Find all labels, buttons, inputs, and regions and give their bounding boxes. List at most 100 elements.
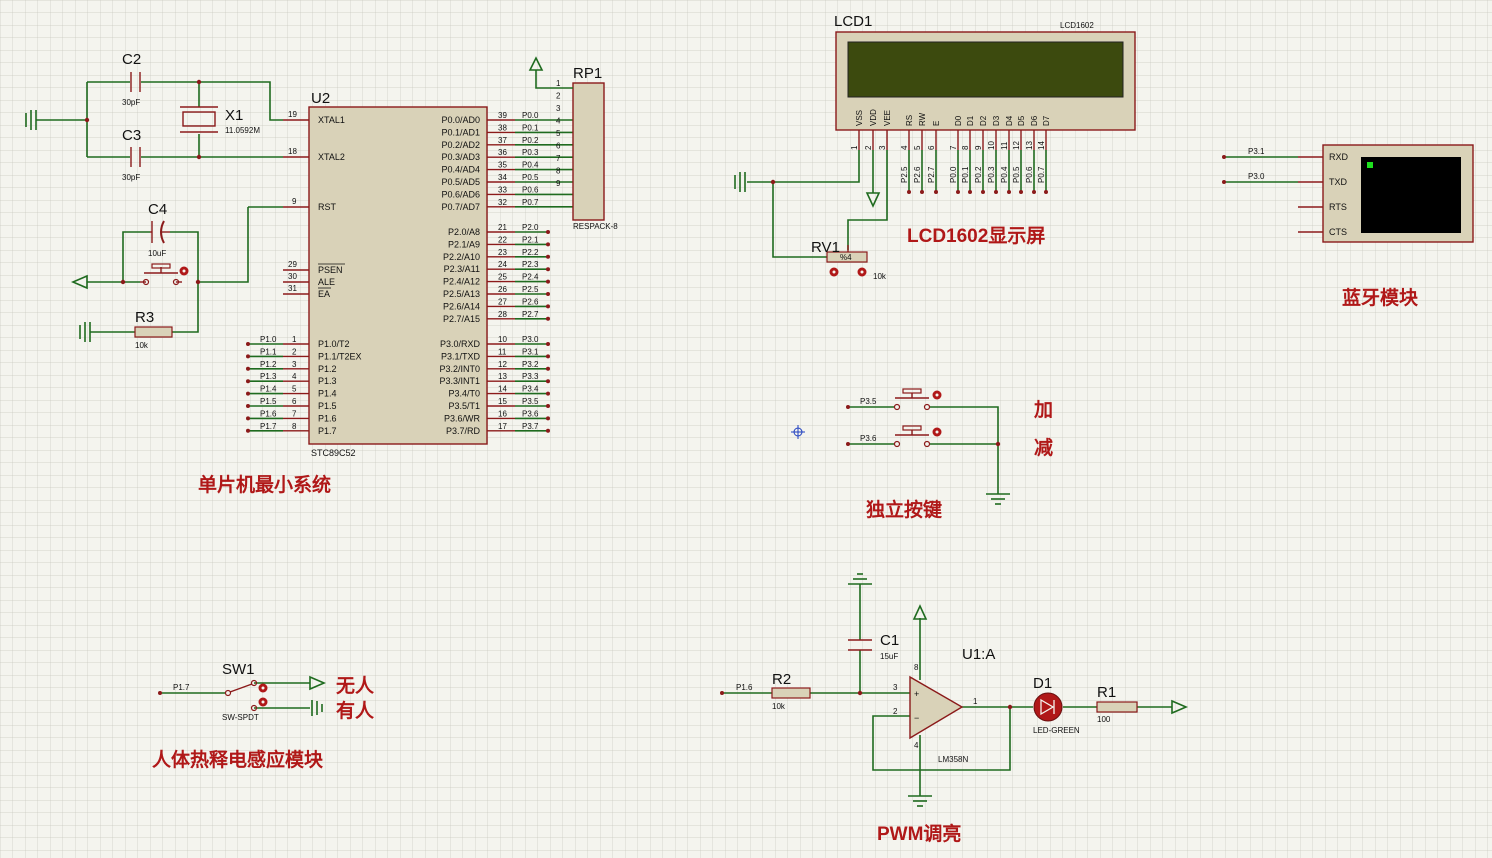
rv1-potentiometer[interactable]: %4 RV1 10k	[811, 239, 887, 281]
u2-chip[interactable]	[308, 106, 488, 445]
svg-text:P0.7/AD7: P0.7/AD7	[441, 202, 480, 212]
svg-text:P3.7: P3.7	[522, 422, 539, 431]
svg-text:P0.6/AD6: P0.6/AD6	[441, 189, 480, 199]
svg-text:P1.0: P1.0	[260, 335, 277, 344]
junction	[246, 416, 250, 421]
junction	[546, 292, 550, 296]
plus-button[interactable]	[893, 388, 942, 411]
ground-symbol-lcd	[734, 172, 746, 192]
lcd-name: LCD1	[834, 13, 872, 30]
r2-resistor[interactable]: R2 10k	[771, 671, 811, 711]
svg-text:D3: D3	[992, 115, 1001, 126]
r3-resistor[interactable]: R3 10k	[134, 309, 173, 350]
svg-text:10uF: 10uF	[148, 249, 166, 258]
sw1-spdt-switch[interactable]: SW1 SW-SPDT	[222, 661, 268, 722]
lcd-net-3: P0.0	[949, 150, 960, 194]
svg-text:34: 34	[498, 173, 507, 182]
junction	[546, 428, 550, 433]
ground-symbol-pir	[311, 700, 323, 716]
svg-text:P2.6: P2.6	[913, 166, 922, 183]
minus-button[interactable]	[893, 425, 942, 448]
rp1-pin-num: 8	[556, 167, 561, 176]
junction	[546, 304, 550, 309]
lcd-power-wires	[747, 150, 888, 258]
lcd-net-2: P2.7	[927, 150, 938, 194]
c3-capacitor[interactable]: C3 30pF	[122, 127, 141, 182]
svg-text:21: 21	[498, 223, 507, 232]
junction	[246, 354, 250, 359]
svg-text:P3.6/WR: P3.6/WR	[444, 413, 481, 423]
reset-button[interactable]	[140, 263, 189, 286]
svg-text:D1: D1	[1033, 675, 1052, 692]
svg-text:C4: C4	[148, 201, 167, 218]
r1-resistor[interactable]: R1 100	[1096, 684, 1138, 724]
lcd-screen	[847, 41, 1124, 98]
svg-text:39: 39	[498, 111, 507, 120]
rp1-body[interactable]	[572, 82, 605, 221]
svg-text:10k: 10k	[772, 702, 786, 711]
svg-text:P1.0/T2: P1.0/T2	[318, 339, 350, 349]
svg-text:22: 22	[498, 235, 507, 244]
crosshair-cursor-icon	[791, 425, 805, 439]
svg-text:5: 5	[913, 145, 922, 150]
svg-text:X1: X1	[225, 107, 243, 124]
c1-capacitor[interactable]: C1 15uF	[848, 632, 899, 661]
bt-net-p30: P3.0	[1248, 172, 1265, 181]
svg-text:P2.6: P2.6	[522, 297, 539, 306]
svg-text:D1: D1	[966, 115, 975, 126]
svg-text:ALE: ALE	[318, 277, 335, 287]
x1-crystal[interactable]: X1 11.0592M	[180, 106, 260, 135]
d1-led[interactable]: D1 LED-GREEN	[1033, 675, 1080, 735]
junction	[84, 117, 90, 123]
svg-text:14: 14	[498, 385, 507, 394]
svg-text:P3.2/INT0: P3.2/INT0	[439, 364, 480, 374]
pir-vcc-arrow	[309, 675, 327, 691]
svg-text:SW-SPDT: SW-SPDT	[222, 713, 259, 722]
rp1-pin-num: 5	[556, 129, 561, 138]
svg-text:P0.7: P0.7	[522, 198, 539, 207]
bt-net-p31: P3.1	[1248, 147, 1265, 156]
bt-terminal-screen	[1361, 157, 1461, 233]
junction	[1007, 190, 1011, 194]
svg-text:100: 100	[1097, 715, 1111, 724]
junction	[1222, 155, 1226, 159]
svg-text:8: 8	[961, 145, 970, 150]
c4-capacitor[interactable]: C4 10uF	[148, 201, 170, 258]
svg-text:P0.1: P0.1	[961, 166, 970, 183]
svg-text:7: 7	[292, 409, 297, 418]
lcd-net-1: P2.6	[913, 150, 924, 194]
junction	[846, 442, 850, 446]
svg-text:P1.4: P1.4	[318, 389, 337, 399]
svg-text:P0.7: P0.7	[1037, 166, 1046, 183]
svg-text:P3.4: P3.4	[522, 385, 539, 394]
pwm-net-p16: P1.6	[736, 683, 753, 692]
svg-text:C3: C3	[122, 127, 141, 144]
svg-text:10: 10	[498, 335, 507, 344]
svg-text:3: 3	[878, 145, 887, 150]
svg-text:P0.2: P0.2	[974, 166, 983, 183]
svg-text:P0.2: P0.2	[522, 136, 539, 145]
lcd-section: LCD1 LCD1602 VSS1VDD2VEE3RS4RW5E6D07D18D…	[734, 13, 1136, 281]
c2-capacitor[interactable]: C2 30pF	[122, 51, 141, 107]
pwm-output-arrow	[1171, 699, 1189, 715]
svg-text:15: 15	[498, 397, 507, 406]
caption-lcd: LCD1602显示屏	[907, 225, 1045, 247]
svg-text:P1.5: P1.5	[318, 401, 337, 411]
rp1-pin-num: 1	[556, 79, 561, 88]
svg-text:9: 9	[292, 197, 297, 206]
junction	[246, 428, 250, 433]
junction	[907, 190, 911, 194]
svg-text:P2.1: P2.1	[522, 235, 539, 244]
u1-opamp[interactable]: + − 3 2 1 8 4 U1:A LM358N	[893, 646, 995, 764]
rp1-pin-num: 9	[556, 179, 561, 188]
svg-text:P2.7: P2.7	[927, 166, 936, 183]
